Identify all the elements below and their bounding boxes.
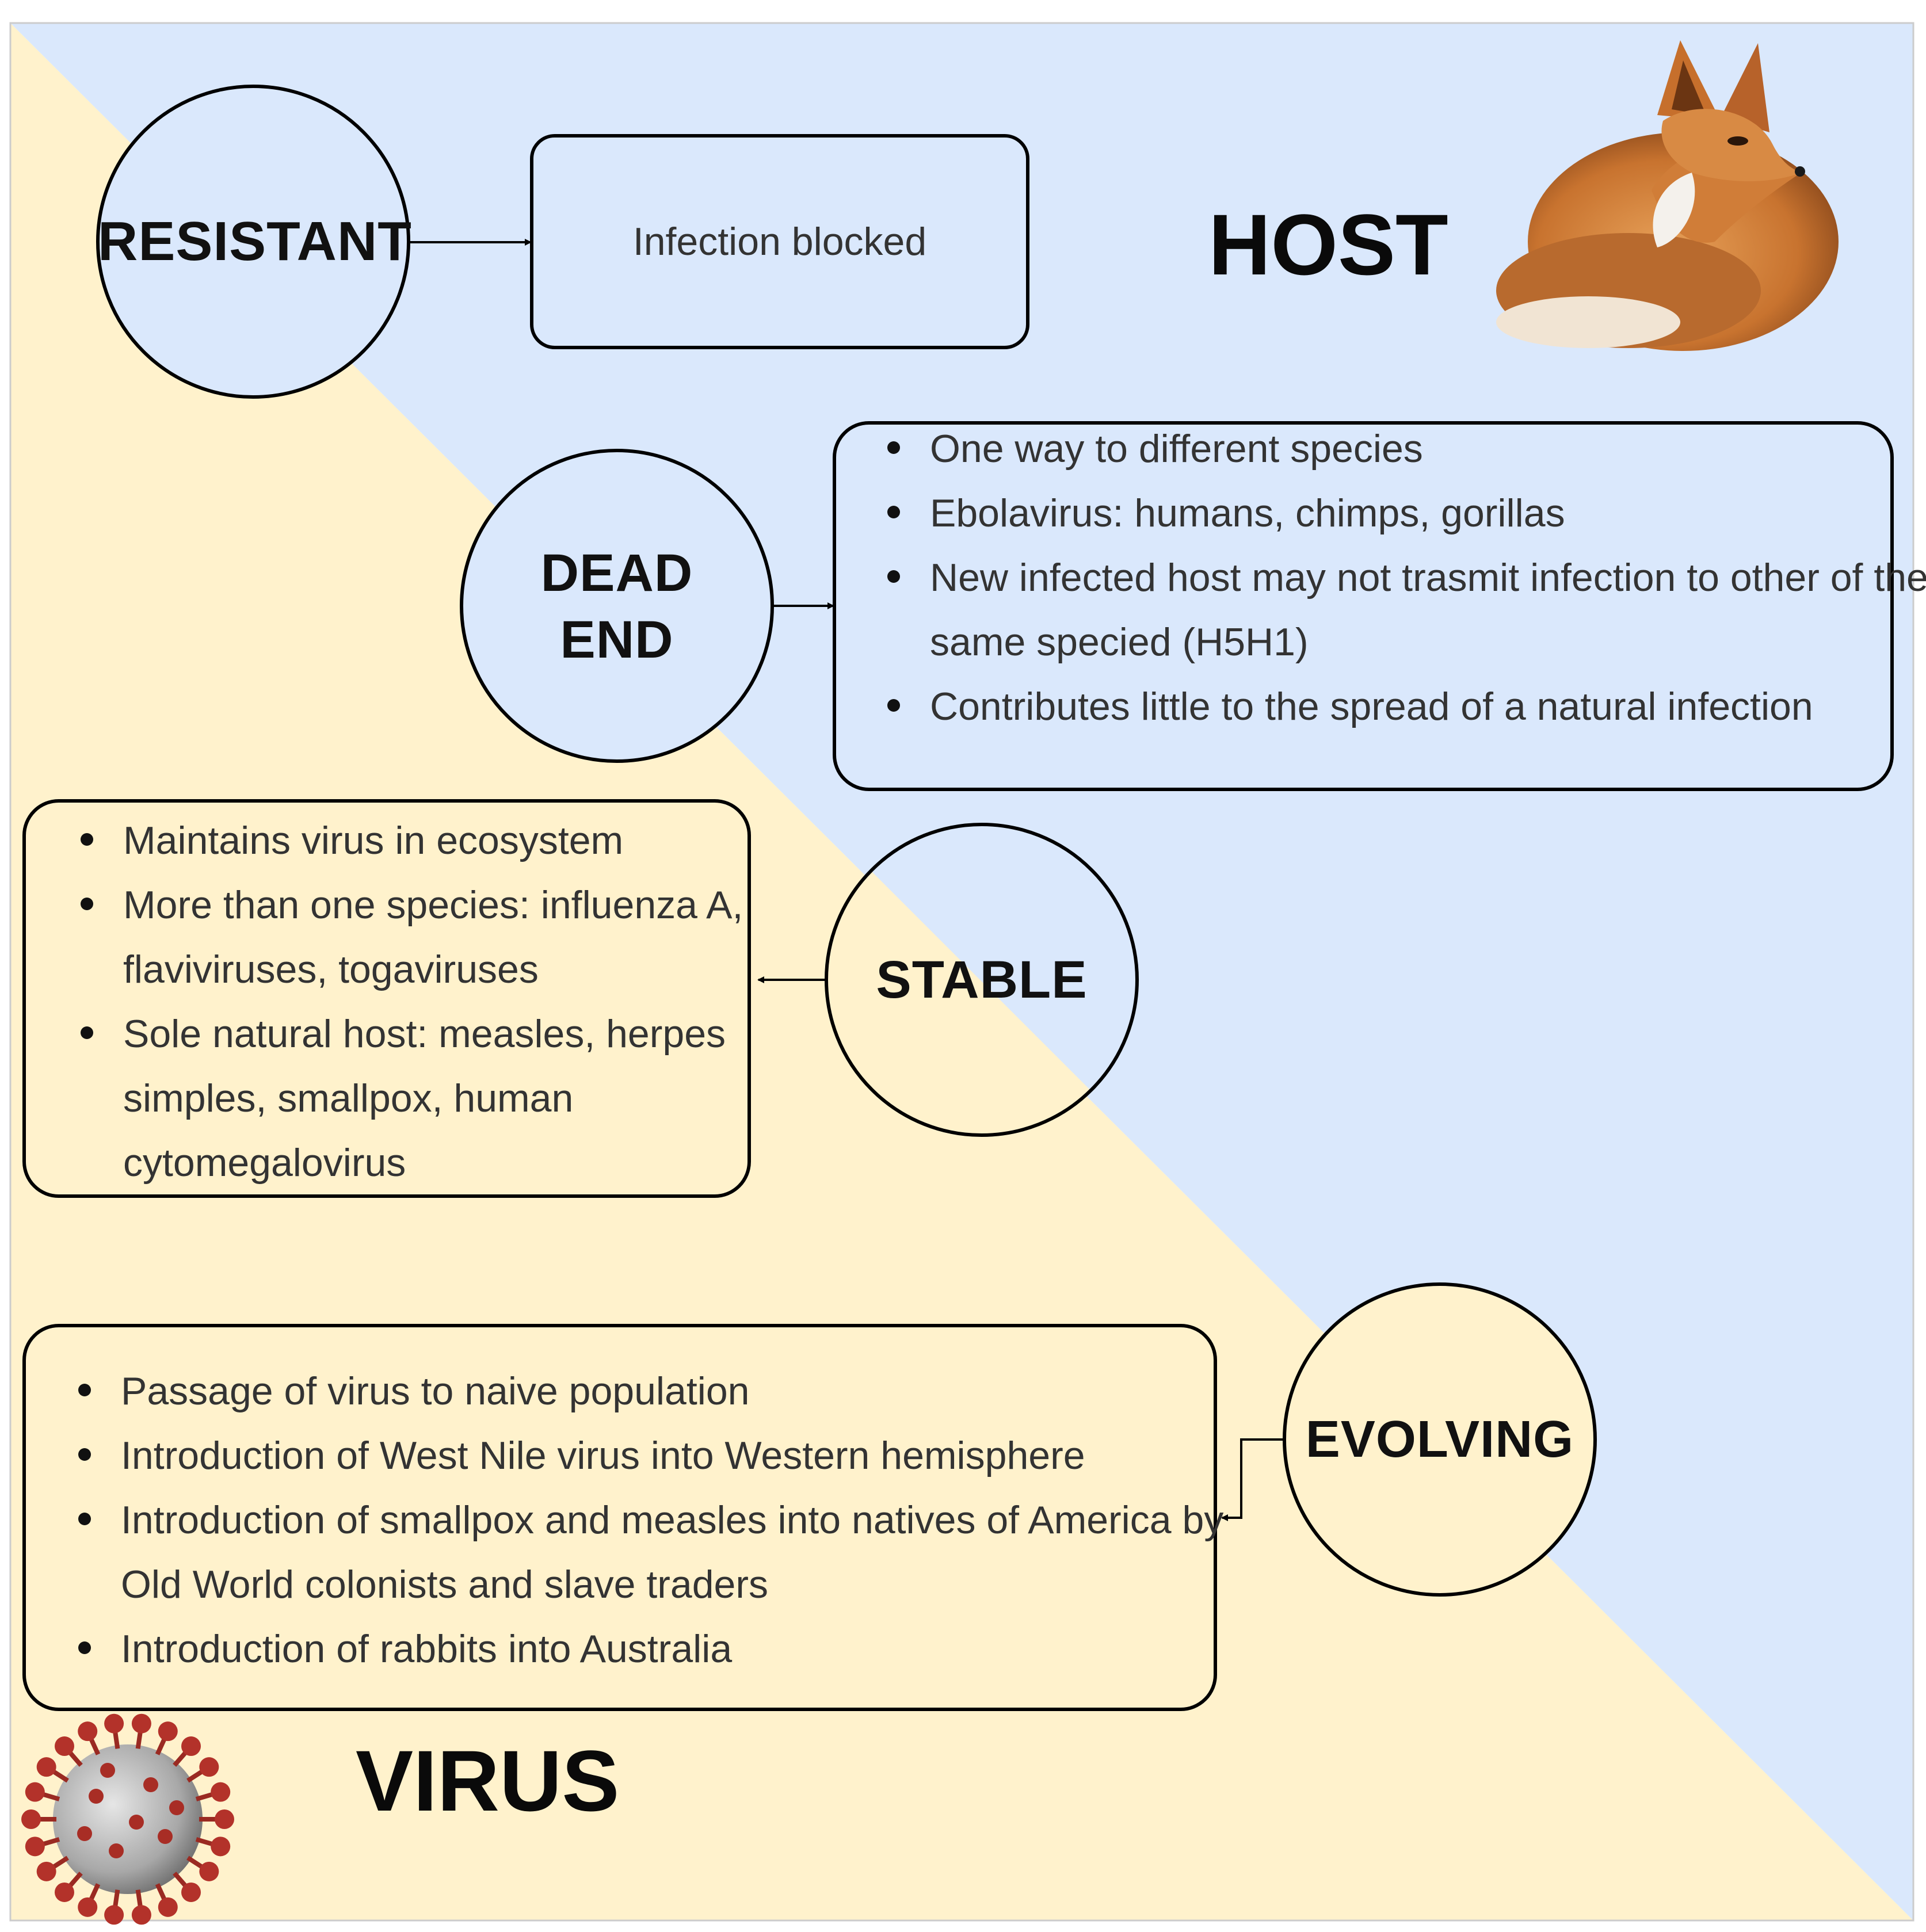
- fox-icon: [1496, 40, 1839, 351]
- coronavirus-icon: [21, 1713, 234, 1925]
- virus-title: VIRUS: [356, 1732, 620, 1829]
- diagram-border: [9, 22, 1914, 1922]
- dead-end-bullet: New infected host may not trasmit infect…: [887, 545, 1926, 674]
- dead-end-bullet: Ebolavirus: humans, chimps, gorillas: [887, 481, 1926, 545]
- stable-label: STABLE: [876, 950, 1088, 1009]
- evolving-label: EVOLVING: [1305, 1411, 1574, 1468]
- evolving-bullets: Passage of virus to naive population Int…: [54, 1359, 1272, 1681]
- resistant-result-box: [530, 134, 1029, 349]
- evolving-arrow: [1221, 1438, 1284, 1521]
- resistant-result-text: Infection blocked: [632, 220, 927, 264]
- stable-bullet: Sole natural host: measles, herpes simpl…: [81, 1002, 819, 1195]
- resistant-label: RESISTANT: [98, 211, 412, 272]
- evolving-box: [22, 1324, 1217, 1711]
- dead-end-bullet: One way to different species: [887, 417, 1926, 481]
- stable-box: [22, 799, 751, 1198]
- host-title: HOST: [1208, 196, 1448, 293]
- dead-end-box: [833, 421, 1894, 791]
- dead-end-bullets: One way to different species Ebolavirus:…: [863, 417, 1926, 739]
- dead-end-label: DEAD END: [540, 544, 693, 669]
- evolving-bullet: Introduction of West Nile virus into Wes…: [78, 1423, 1272, 1488]
- stable-bullet: More than one species: influenza A, flav…: [81, 873, 819, 1002]
- dead-end-bullet: Contributes little to the spread of a na…: [887, 674, 1926, 739]
- stable-bullets: Maintains virus in ecosystem More than o…: [56, 808, 819, 1195]
- stable-bullet: Maintains virus in ecosystem: [81, 808, 819, 873]
- evolving-bullet: Introduction of rabbits into Australia: [78, 1617, 1272, 1681]
- evolving-bullet: Introduction of smallpox and measles int…: [78, 1488, 1272, 1617]
- evolving-bullet: Passage of virus to naive population: [78, 1359, 1272, 1423]
